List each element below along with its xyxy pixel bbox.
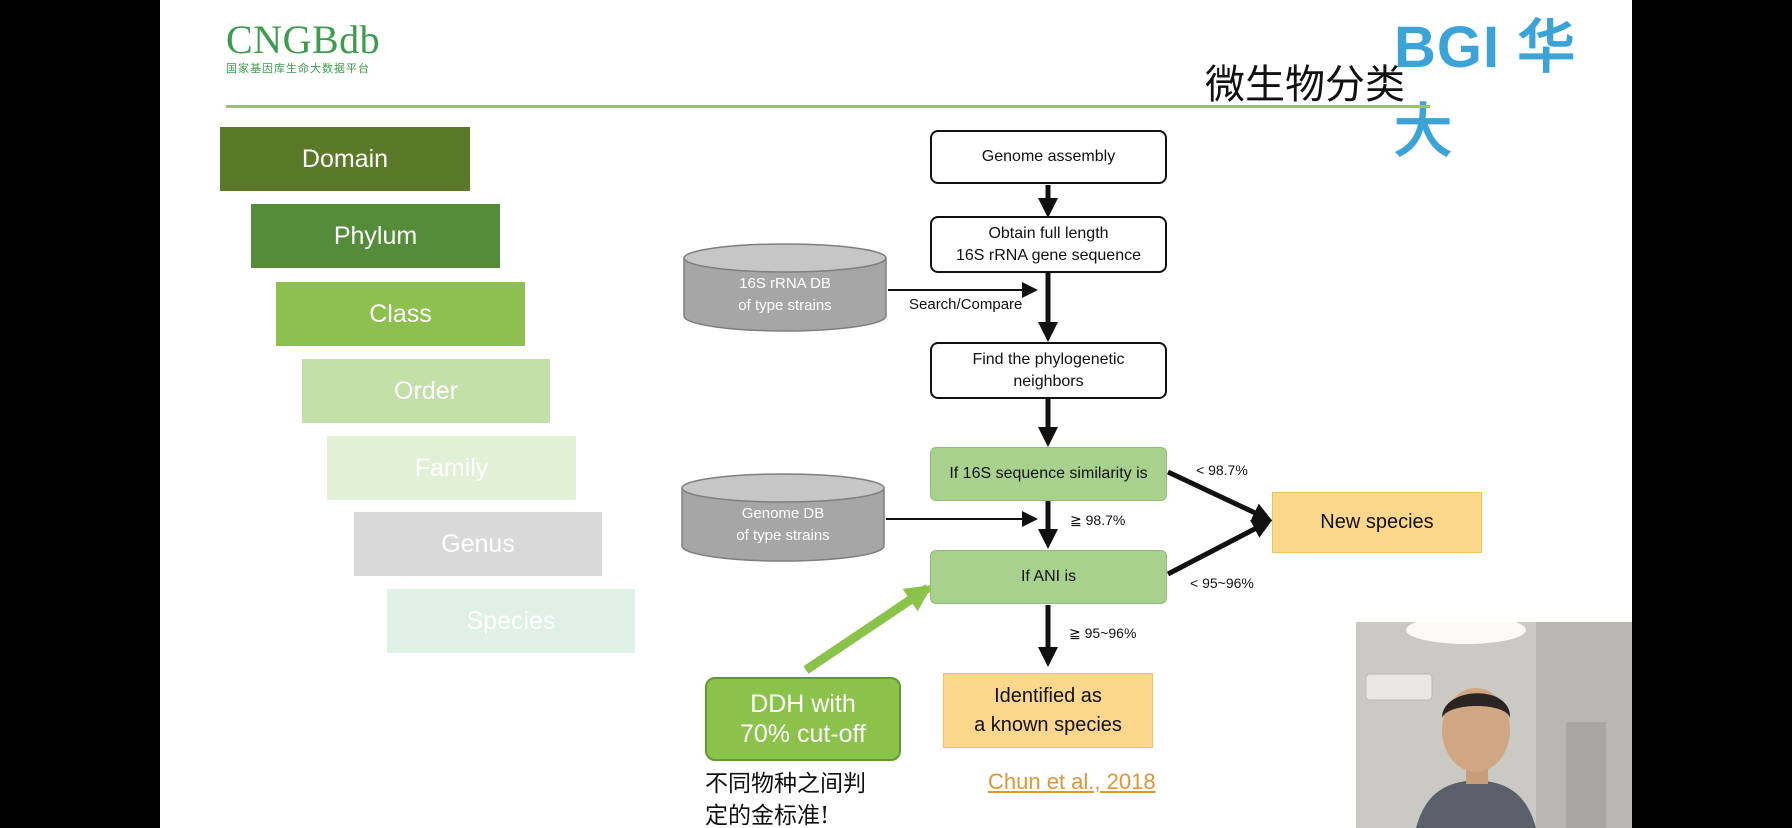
box-identified-known-species: Identified as a known species	[943, 673, 1153, 748]
tier-family: Family	[327, 436, 576, 500]
arrow-ani-to-new	[1166, 519, 1273, 577]
db-16s-rrna-icon	[683, 243, 887, 332]
label-lt-98-7: < 98.7%	[1196, 462, 1248, 478]
tier-class: Class	[276, 282, 525, 346]
box-if-ani: If ANI is	[930, 550, 1167, 604]
genome-db-icon	[681, 473, 885, 562]
webcam-video	[1356, 622, 1632, 828]
box-find-neighbors: Find the phylogenetic neighbors	[930, 342, 1167, 399]
flow-arrows	[803, 185, 1273, 674]
tier-species: Species	[387, 589, 635, 653]
arrow-ddh-to-ani	[803, 584, 933, 674]
label-search-compare: Search/Compare	[909, 296, 1023, 313]
header-divider	[226, 105, 1430, 108]
tier-genus: Genus	[354, 512, 602, 576]
page-title: 微生物分类	[1205, 63, 1405, 107]
box-new-species: New species	[1272, 492, 1482, 553]
box-if-16s-similarity: If 16S sequence similarity is	[930, 447, 1167, 501]
box-obtain-16s: Obtain full length 16S rRNA gene sequenc…	[930, 216, 1167, 273]
gold-standard-note: 不同物种之间判 定的金标准!	[705, 771, 866, 828]
bgi-logo: BGI 华大	[1394, 15, 1577, 164]
slide: CNGBdb 国家基因库生命大数据平台 BGI 华大 微生物分类 Domain …	[160, 0, 1632, 828]
genome-db-label: Genome DB of type strains	[736, 505, 830, 544]
db-16s-rrna-label: 16S rRNA DB of type strains	[738, 275, 832, 314]
tier-order: Order	[302, 359, 550, 423]
box-ddh-cutoff: DDH with 70% cut-off	[705, 677, 901, 761]
arrow-if16s-to-new	[1166, 469, 1273, 522]
label-lt-95-96: < 95~96%	[1190, 575, 1254, 591]
citation-link[interactable]: Chun et al., 2018	[988, 769, 1156, 794]
label-ge-98-7: ≧ 98.7%	[1070, 512, 1126, 528]
tier-domain: Domain	[220, 127, 470, 191]
tier-phylum: Phylum	[251, 204, 500, 268]
presenter-video-frame	[1356, 622, 1632, 828]
label-ge-95-96: ≧ 95~96%	[1069, 625, 1137, 641]
cngbdb-logo-subtitle: 国家基因库生命大数据平台	[226, 63, 370, 75]
cngbdb-logo: CNGBdb	[226, 17, 381, 62]
box-genome-assembly: Genome assembly	[930, 130, 1167, 184]
